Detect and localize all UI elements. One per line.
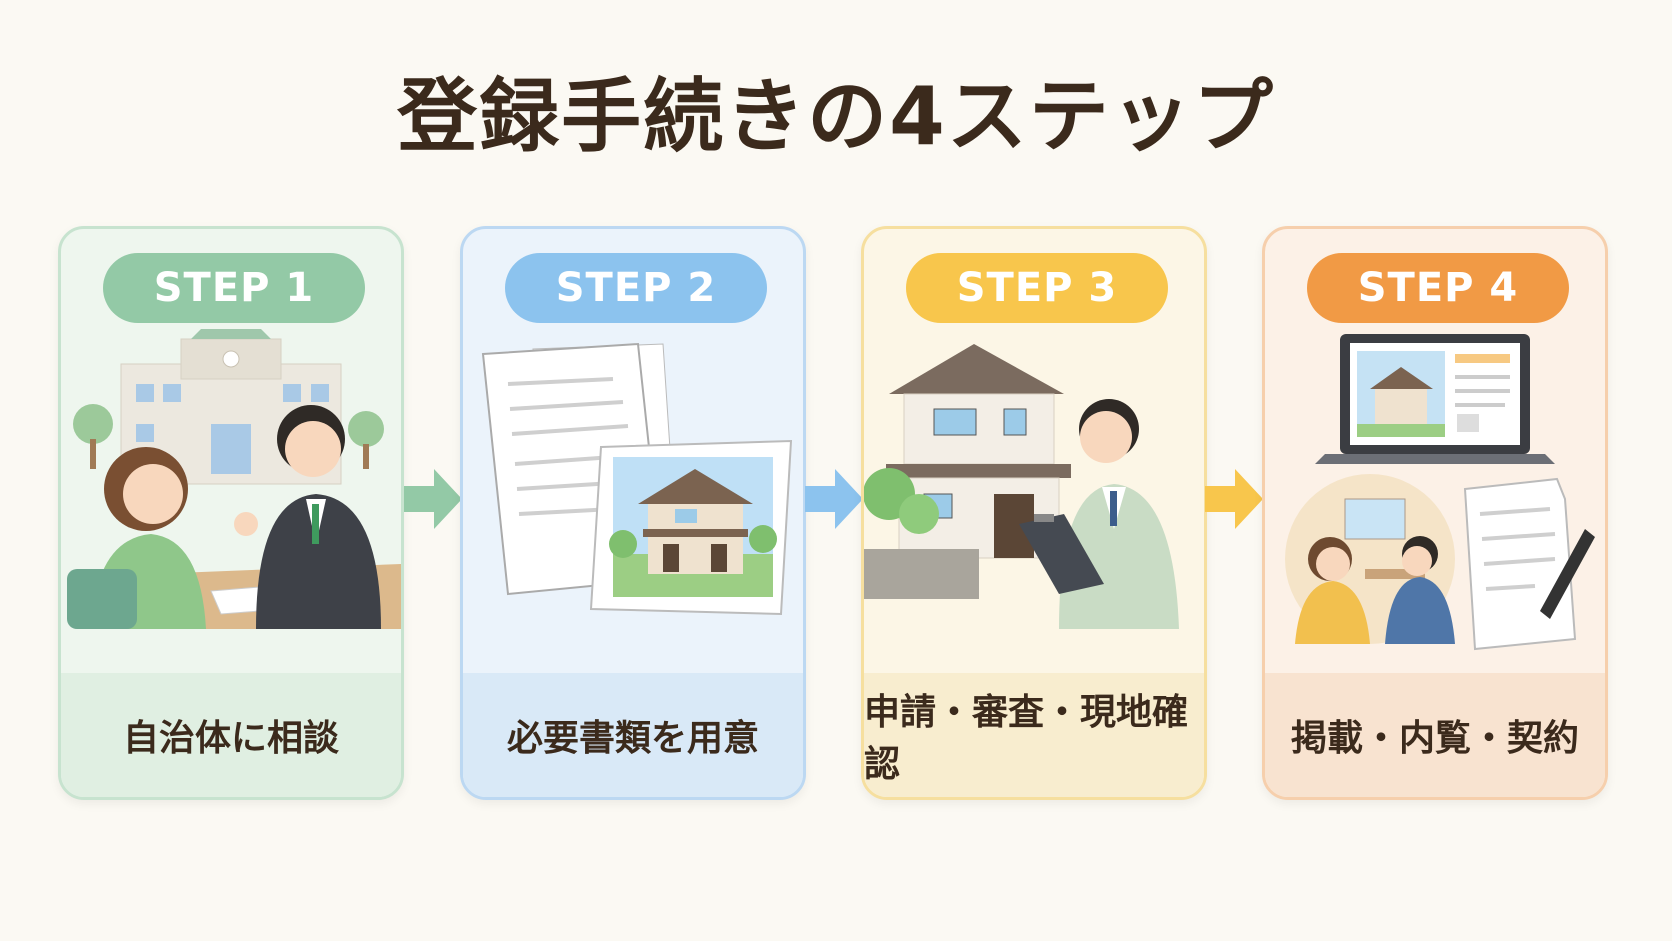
arrow-right-icon (805, 469, 863, 529)
step-badge-4: STEP 4 (1307, 253, 1569, 323)
step-badge-1: STEP 1 (103, 253, 365, 323)
house-inspection-icon (864, 344, 1179, 629)
step-card-1: STEP 1 自治体に相談 (58, 226, 404, 800)
step-label-3: 申請・審査・現地確認 (864, 673, 1204, 797)
arrow-right-icon (404, 469, 462, 529)
step-card-3: STEP 3 申請・審査・現地確認 (861, 226, 1207, 800)
step-label-2: 必要書類を用意 (463, 673, 803, 797)
documents-house-photo-icon (481, 342, 793, 616)
step-badge-2: STEP 2 (505, 253, 767, 323)
page-title: 登録手続きの4ステップ (397, 70, 1275, 163)
city-hall-consultation-icon (67, 329, 401, 629)
step-label-4: 掲載・内覧・契約 (1265, 673, 1605, 797)
step-badge-3: STEP 3 (906, 253, 1168, 323)
step-card-4: STEP 4 掲載・内覧・契約 (1262, 226, 1608, 800)
listing-viewing-contract-icon (1285, 334, 1595, 651)
step-label-1: 自治体に相談 (61, 673, 401, 797)
arrow-right-icon (1205, 469, 1263, 529)
step-card-2: STEP 2 必要書類を用意 (460, 226, 806, 800)
